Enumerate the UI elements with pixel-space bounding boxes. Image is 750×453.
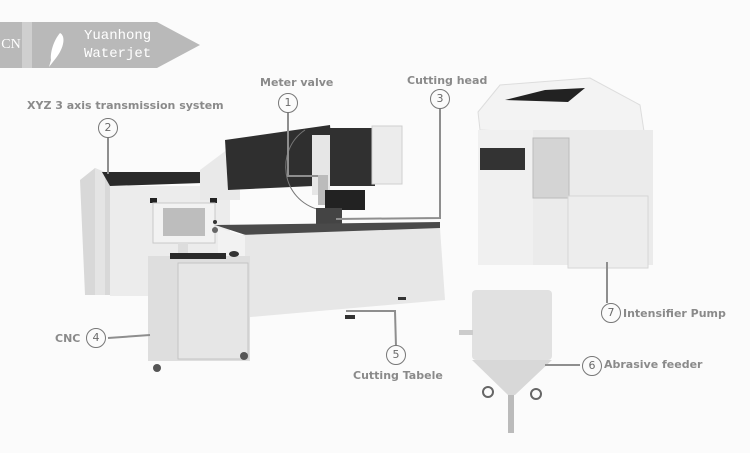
label-xyz-transmission: XYZ 3 axis transmission system — [27, 99, 224, 112]
brand-name: Yuanhong Waterjet — [84, 27, 151, 63]
callout-number-3: 3 — [430, 89, 450, 109]
label-cnc: CNC — [55, 332, 81, 345]
callout-number-1: 1 — [278, 93, 298, 113]
brand-line-2: Waterjet — [84, 46, 152, 62]
banner-arrow — [157, 22, 200, 68]
callout-number-2: 2 — [98, 118, 118, 138]
banner-separator — [22, 22, 32, 68]
label-cutting-table: Cutting Tabele — [353, 369, 443, 382]
label-abrasive-feeder: Abrasive feeder — [604, 358, 703, 371]
label-intensifier-pump: Intensifier Pump — [623, 307, 726, 320]
callout-number-5: 5 — [386, 345, 406, 365]
label-meter-valve: Meter valve — [260, 76, 334, 89]
brand-line-1: Yuanhong — [84, 28, 152, 44]
callout-number-4: 4 — [86, 328, 106, 348]
callout-number-7: 7 — [601, 303, 621, 323]
language-switch-cn[interactable]: CN — [0, 22, 22, 68]
callout-number-6: 6 — [582, 356, 602, 376]
label-cutting-head: Cutting head — [407, 74, 488, 87]
